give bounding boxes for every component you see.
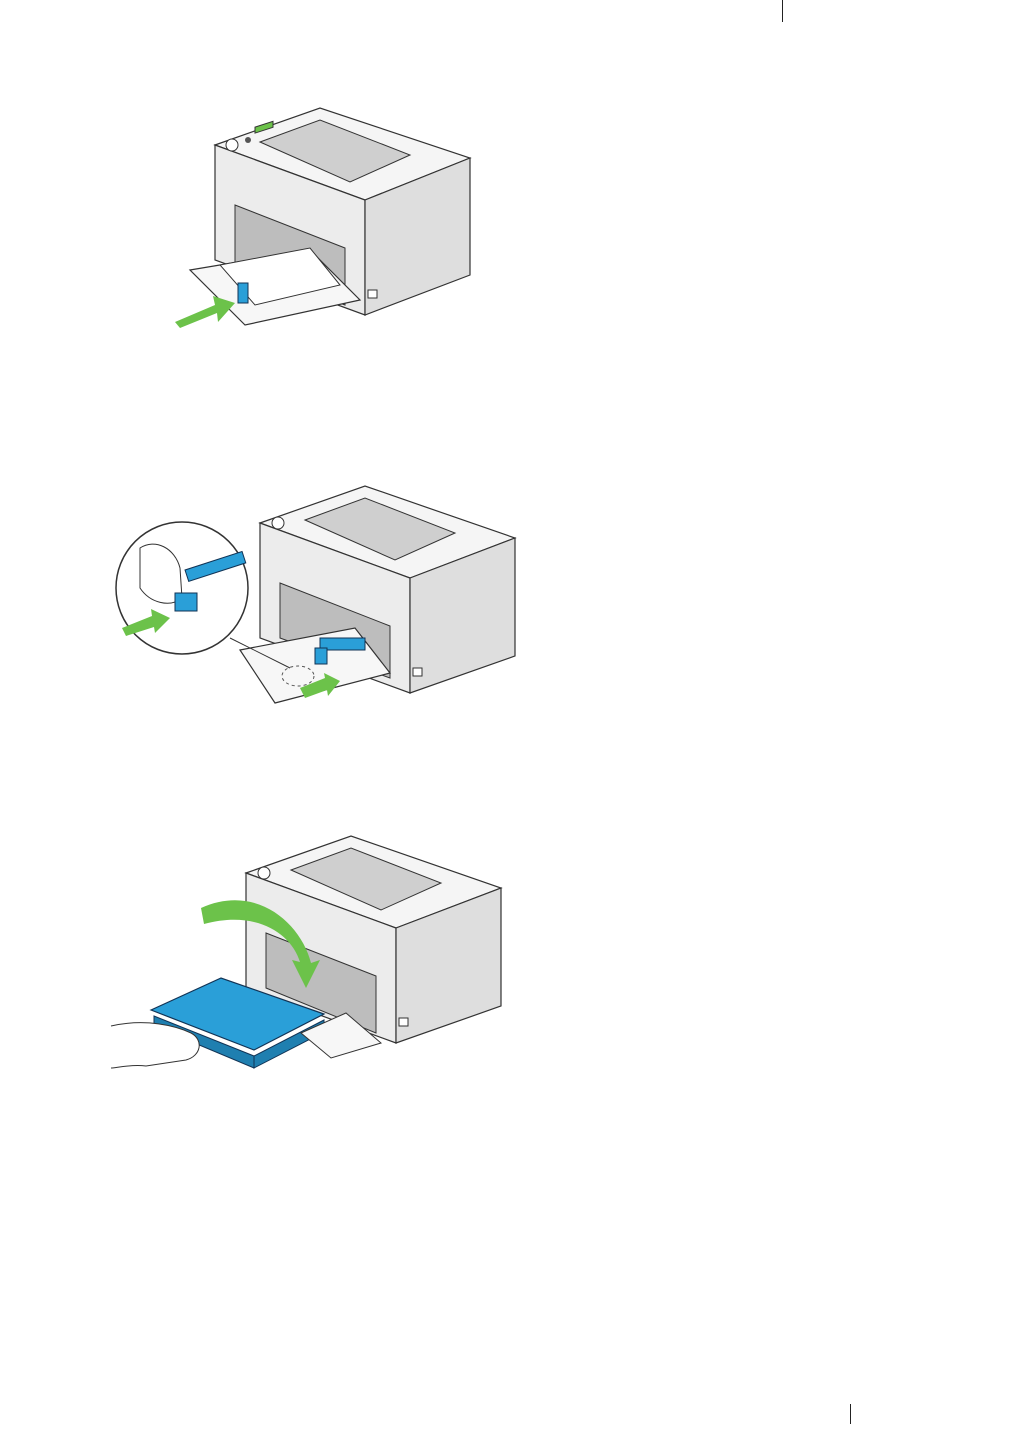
- figure-slide-side-guides: [110, 478, 530, 710]
- header-rule: [782, 0, 783, 22]
- figure-slide-front-guide: [160, 100, 490, 340]
- figure-close-tray-cover: [106, 828, 516, 1076]
- printer-illustration-icon: [106, 828, 516, 1076]
- footer-rule: [850, 1404, 851, 1424]
- printer-illustration-icon: [160, 100, 490, 340]
- printer-illustration-icon: [110, 478, 530, 710]
